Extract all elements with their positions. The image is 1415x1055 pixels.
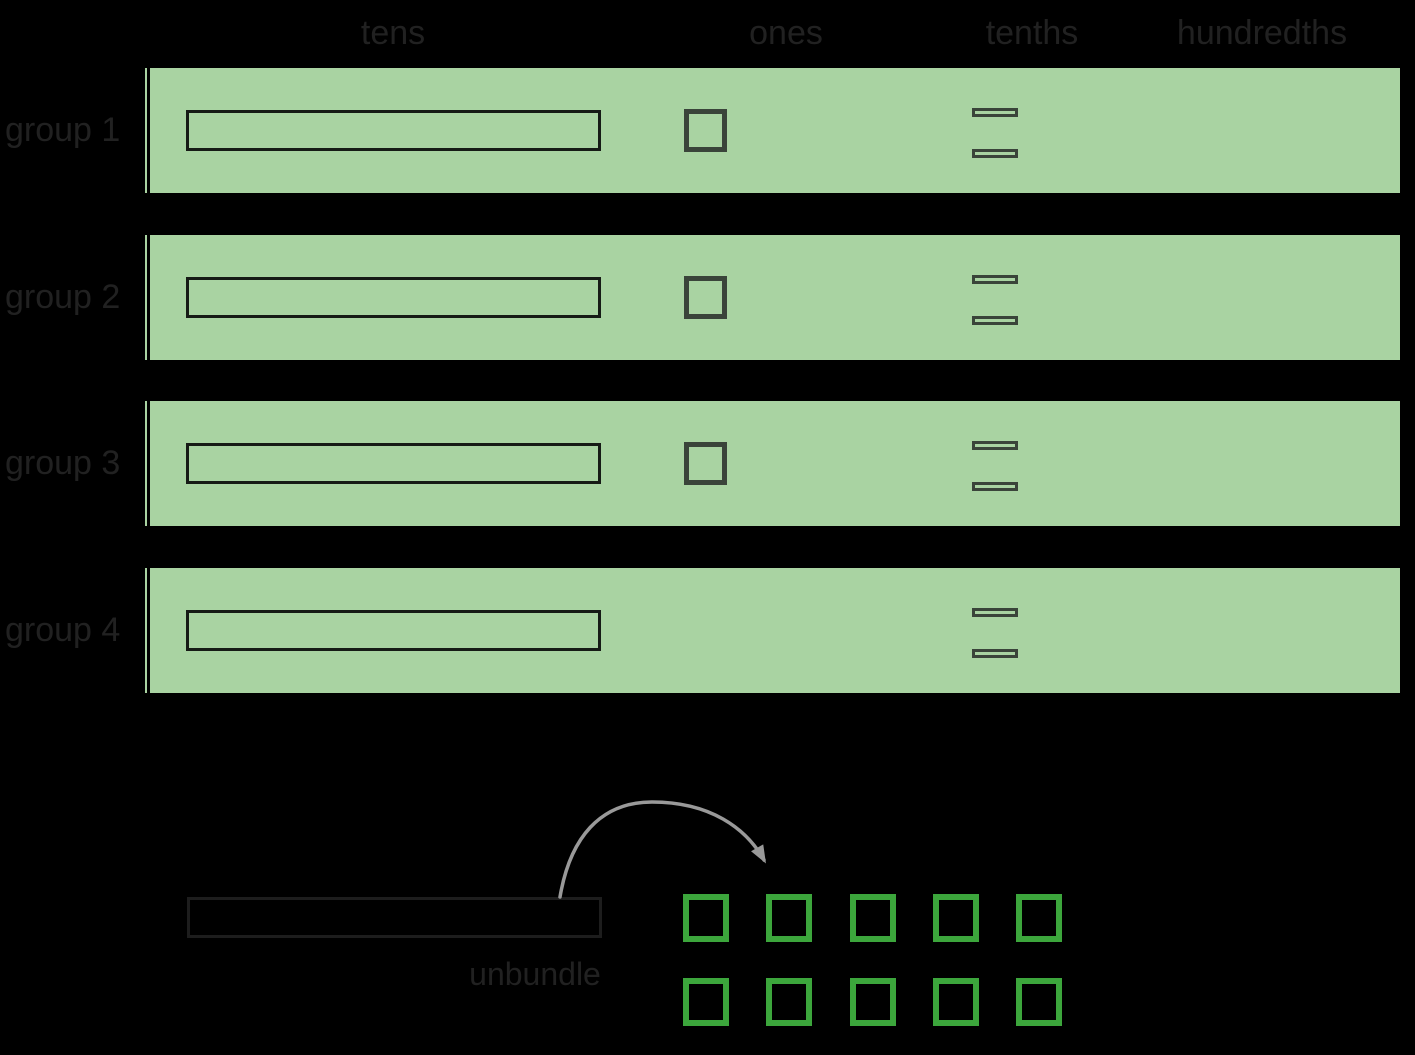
unbundled-ten-rod <box>187 897 602 938</box>
unit-square <box>933 894 979 942</box>
unit-square <box>850 894 896 942</box>
column-header-tens: tens <box>360 14 426 52</box>
unit-square <box>1016 894 1062 942</box>
group-3-band <box>145 401 1400 526</box>
unbundle-label: unbundle <box>469 956 601 992</box>
one-square <box>684 276 727 319</box>
unit-grid <box>683 894 1063 1028</box>
unit-square <box>1016 978 1062 1026</box>
tenth-dash <box>972 275 1018 284</box>
unit-square <box>850 978 896 1026</box>
tenth-dash <box>972 108 1018 117</box>
group-4-band <box>145 568 1400 693</box>
tenth-dash <box>972 608 1018 617</box>
unit-square <box>766 894 812 942</box>
one-square <box>684 442 727 485</box>
unit-square <box>683 978 729 1026</box>
group-4-label: group 4 <box>5 611 121 649</box>
ten-rod <box>186 443 601 484</box>
tenth-dash <box>972 441 1018 450</box>
group-3-label: group 3 <box>5 444 121 482</box>
group-1-band <box>145 68 1400 193</box>
unit-square <box>766 978 812 1026</box>
column-header-tenths: tenths <box>985 14 1079 52</box>
tenth-dash <box>972 316 1018 325</box>
ten-rod <box>186 610 601 651</box>
ten-rod <box>186 277 601 318</box>
unit-square <box>933 978 979 1026</box>
tenth-dash <box>972 649 1018 658</box>
tenth-dash <box>972 149 1018 158</box>
column-header-ones: ones <box>749 14 823 52</box>
unit-square <box>683 894 729 942</box>
ten-rod <box>186 110 601 151</box>
unbundle-arrow-icon <box>558 800 766 899</box>
group-2-label: group 2 <box>5 278 121 316</box>
group-1-label: group 1 <box>5 111 121 149</box>
one-square <box>684 109 727 152</box>
column-header-hundredths: hundredths <box>1176 14 1348 52</box>
tenth-dash <box>972 482 1018 491</box>
group-2-band <box>145 235 1400 360</box>
